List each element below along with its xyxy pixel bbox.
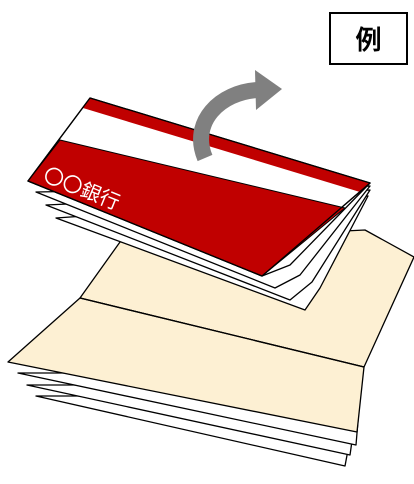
passbook-cover-top-band [83,98,370,192]
curved-arrow-icon [193,70,282,162]
passbook-cover-outline [27,97,371,277]
example-label: 例 [329,12,408,65]
page-fold-line [79,297,365,368]
